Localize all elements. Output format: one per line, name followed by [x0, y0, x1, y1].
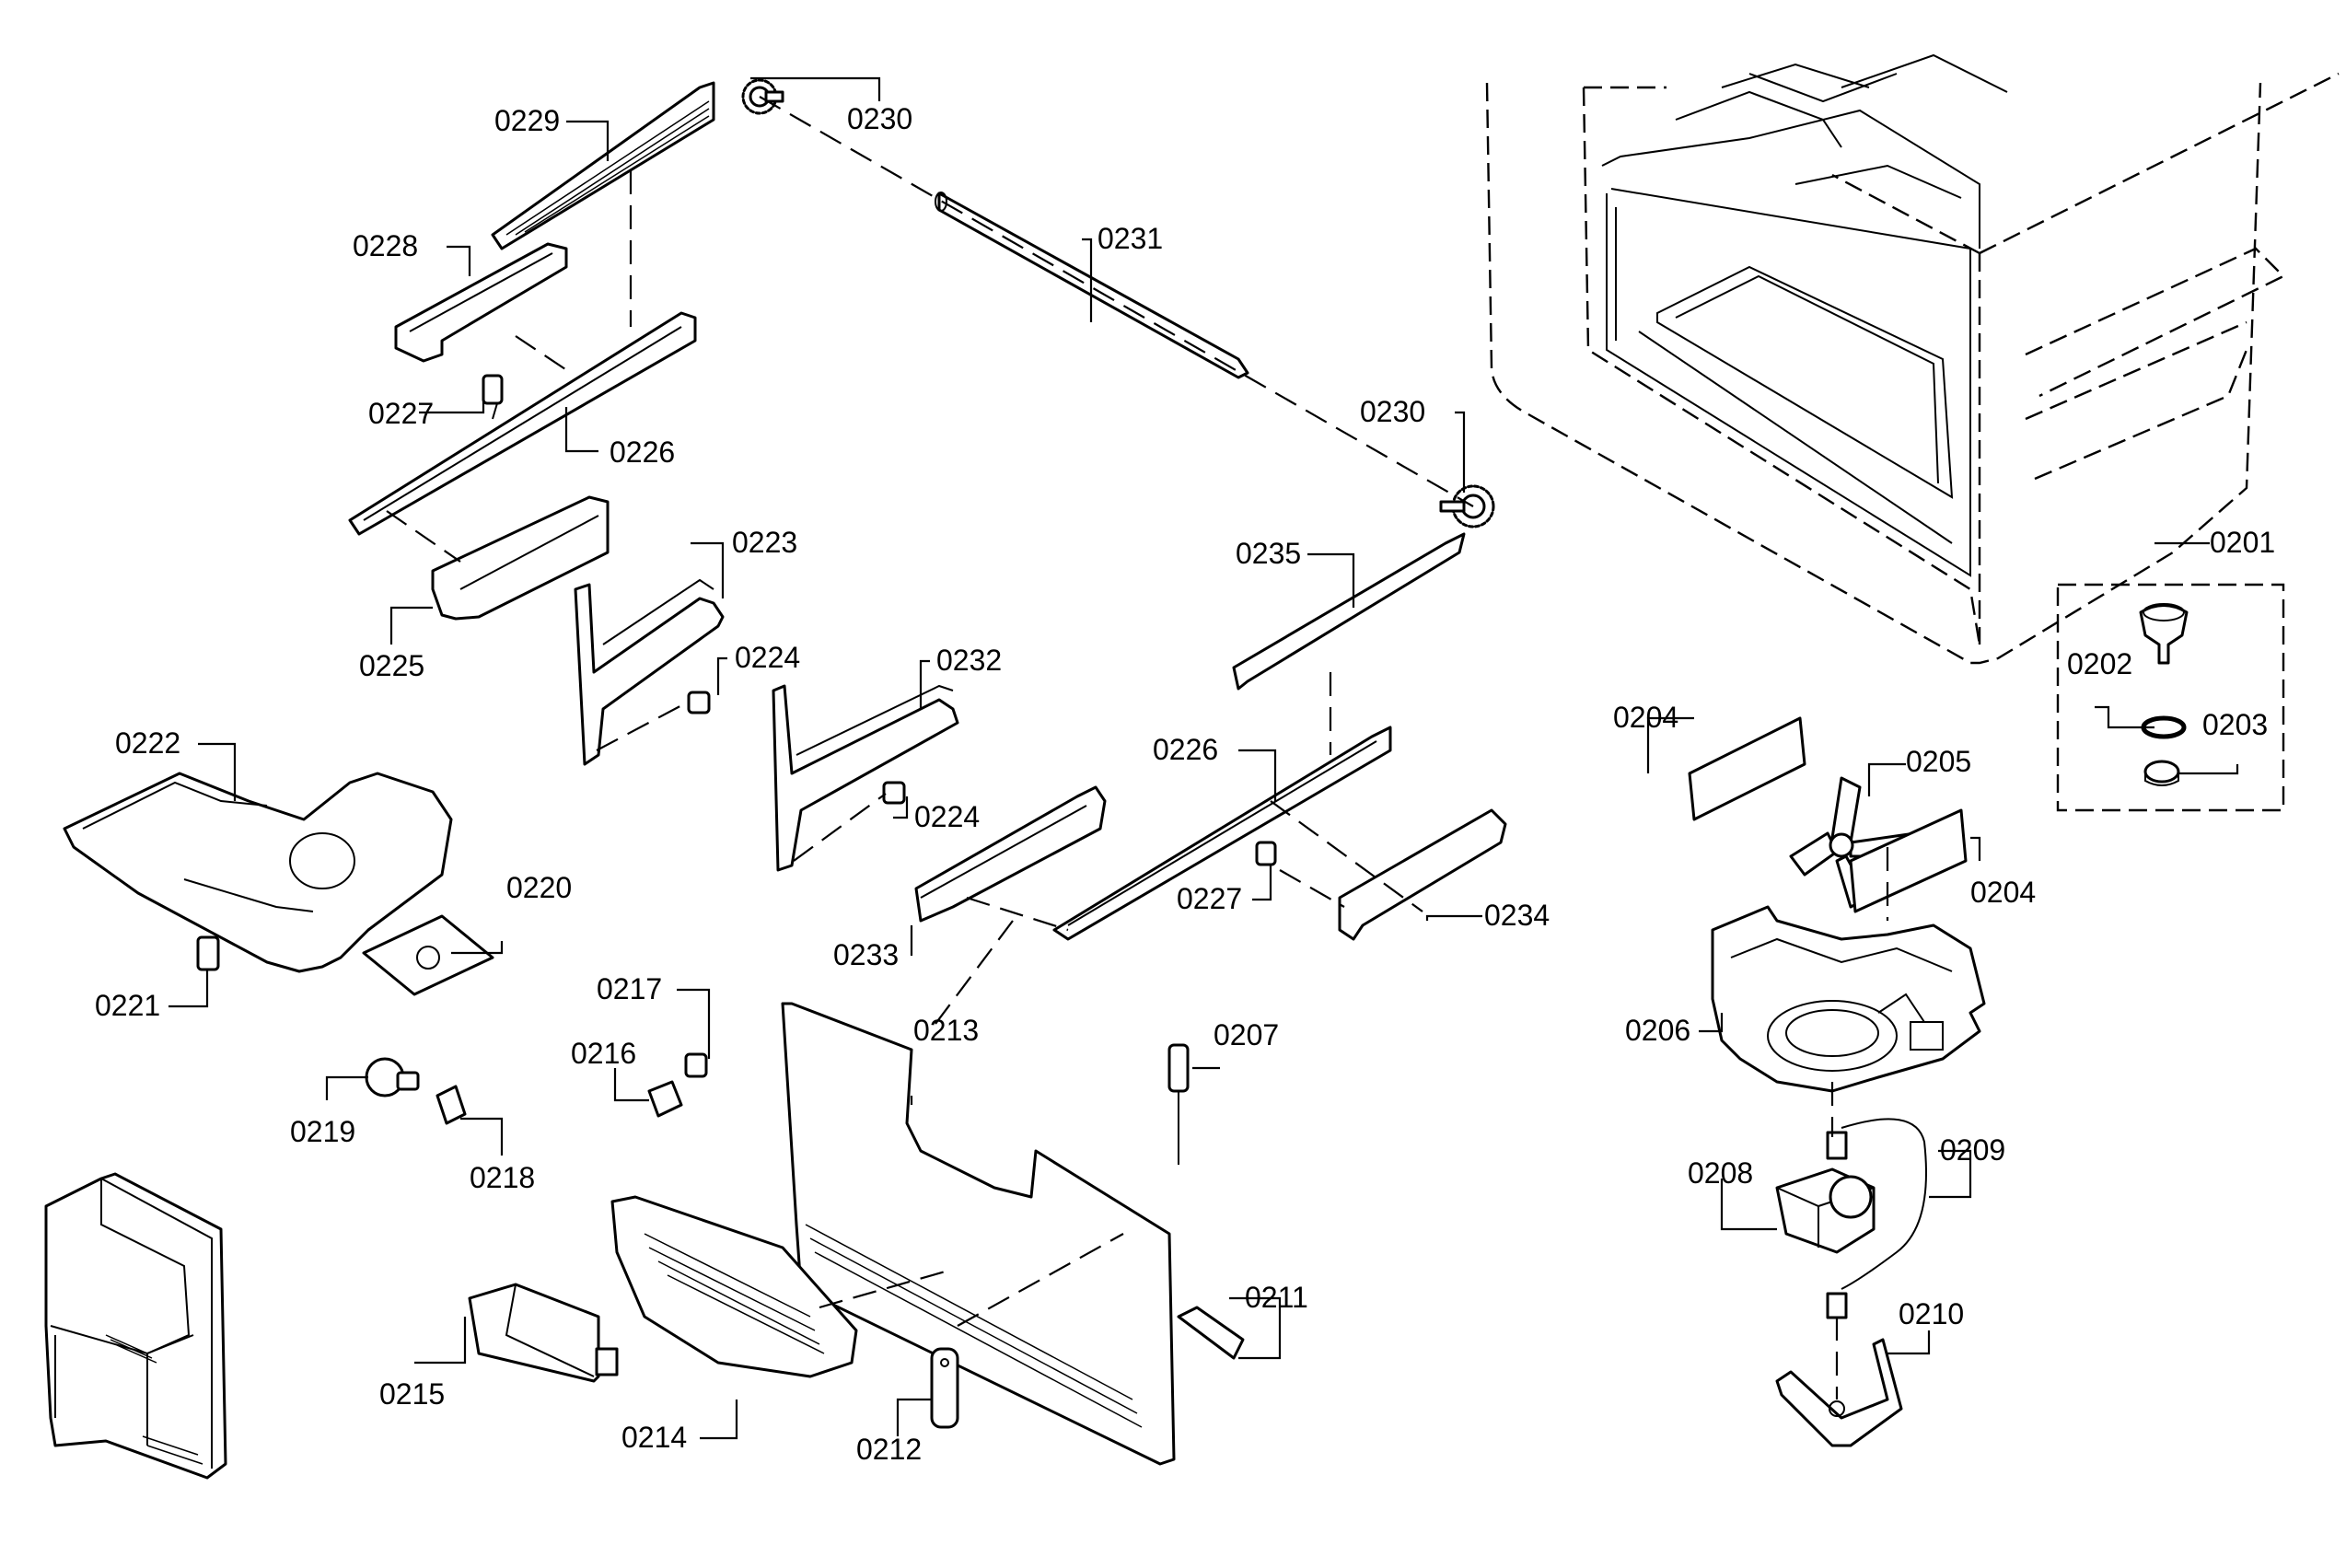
fan-motor-part-0208 [1775, 1131, 1876, 1319]
slide-rail-part-0226-right [1052, 726, 1392, 941]
slide-bracket-part-0228 [394, 242, 568, 363]
label-0233: 0233 [833, 938, 899, 971]
mount-bracket-part-0232 [772, 684, 959, 872]
label-0234: 0234 [1484, 899, 1550, 932]
grille-part-0214 [610, 1195, 858, 1378]
callout-leader-lines [168, 76, 2239, 1440]
label-0231: 0231 [1098, 222, 1163, 255]
label-0204-right: 0204 [1970, 876, 2036, 909]
label-0215: 0215 [379, 1377, 445, 1411]
label-0214: 0214 [621, 1421, 687, 1454]
cover-duct-part-0222 [63, 772, 453, 973]
rail-mount-part-0233 [914, 785, 1107, 923]
label-0203: 0203 [2202, 708, 2268, 741]
foam-pad-part-0220 [362, 914, 494, 996]
label-0204-top: 0204 [1613, 701, 1678, 734]
insulation-pad-right-part-0204 [1849, 808, 1968, 913]
label-0227-top: 0227 [368, 397, 434, 430]
rear-panel-part-0213 [781, 1002, 1176, 1466]
slide-arm-part-0235 [1232, 532, 1466, 691]
rail-cover-part-0229 [491, 81, 715, 250]
label-0211: 0211 [1245, 1281, 1308, 1314]
insulation-pad-left-part-0204 [1688, 716, 1806, 821]
label-0224-right: 0224 [914, 800, 980, 833]
label-0212: 0212 [856, 1433, 922, 1466]
screw-part-0224-left [687, 691, 711, 714]
label-0207: 0207 [1214, 1018, 1279, 1051]
label-0219: 0219 [290, 1115, 355, 1148]
label-0230-right: 0230 [1360, 395, 1425, 428]
label-0217: 0217 [597, 972, 662, 1005]
label-0225: 0225 [359, 649, 424, 682]
label-0232: 0232 [936, 644, 1002, 677]
screw-part-0227-right [1255, 841, 1277, 866]
label-0213: 0213 [913, 1014, 979, 1047]
label-0227-right: 0227 [1177, 882, 1242, 915]
refrigerator-locator-icon [44, 1172, 227, 1480]
sensor-part-0216 [647, 1080, 683, 1118]
rail-end-part-0234 [1338, 808, 1507, 941]
label-0201: 0201 [2210, 526, 2275, 559]
pinion-gear-right-part-0230 [1439, 484, 1495, 528]
part-number-labels: 0229 0230 0228 0231 0227 0226 0230 0235 … [95, 102, 2275, 1466]
label-0223: 0223 [732, 526, 797, 559]
label-0226-right: 0226 [1153, 733, 1218, 766]
screwdriver-part-0207 [1167, 1043, 1190, 1165]
mount-bracket-part-0223 [574, 578, 725, 766]
label-0220: 0220 [506, 871, 572, 904]
label-0210: 0210 [1899, 1297, 1964, 1330]
label-0216: 0216 [571, 1037, 636, 1070]
label-0221: 0221 [95, 989, 160, 1022]
label-0229: 0229 [494, 104, 560, 137]
sensor-part-0212 [930, 1347, 959, 1429]
fan-shroud-part-0206 [1711, 905, 1986, 1093]
cover-part-0215 [468, 1283, 619, 1383]
screw-part-0224-right [882, 781, 906, 805]
label-0206: 0206 [1625, 1014, 1690, 1047]
lamp-bulb-part-0219 [365, 1057, 420, 1098]
label-0205: 0205 [1906, 745, 1971, 778]
label-0224-top: 0224 [735, 641, 800, 674]
label-0235: 0235 [1236, 537, 1301, 570]
drain-fitting-part-0202 [2056, 583, 2285, 812]
label-0230-top: 0230 [847, 102, 912, 135]
lamp-socket-part-0218 [436, 1085, 467, 1125]
assembly-alignment-lines [386, 96, 1889, 1400]
screw-part-0217 [684, 1052, 708, 1078]
label-0202: 0202 [2067, 647, 2132, 680]
label-0226-left: 0226 [610, 436, 675, 469]
foam-strip-part-0211 [1177, 1306, 1245, 1360]
connector-part-0221 [196, 935, 220, 971]
refrigerator-cabinet-outline [1485, 72, 2340, 665]
label-0208: 0208 [1688, 1156, 1753, 1190]
motor-bracket-part-0210 [1775, 1338, 1903, 1447]
label-0209: 0209 [1940, 1133, 2005, 1167]
rail-mount-part-0225 [431, 495, 610, 621]
motor-harness-part-0209 [1841, 1118, 1927, 1290]
label-0228: 0228 [353, 229, 418, 262]
pinion-gear-top-part-0230 [741, 78, 784, 115]
slide-rail-part-0226-left [348, 311, 697, 536]
label-0218: 0218 [470, 1161, 535, 1194]
label-0222: 0222 [115, 726, 180, 760]
drain-kit-dashed-frame [2056, 583, 2285, 812]
screw-part-0227-top [482, 374, 504, 420]
freezer-drawer-frame [1601, 53, 2008, 577]
